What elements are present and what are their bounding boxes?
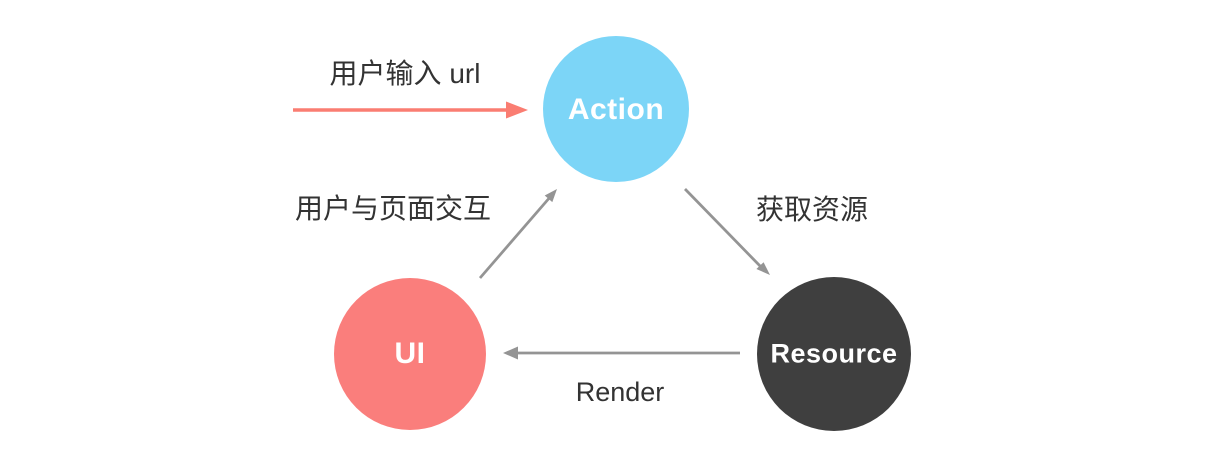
arrow-action-to-resource-line bbox=[684, 188, 763, 269]
edge-label-resource-to-ui: Render bbox=[575, 376, 665, 407]
node-action-label: Action bbox=[567, 93, 665, 126]
arrow-action-to-resource-head bbox=[756, 262, 770, 275]
node-ui-circle bbox=[334, 278, 486, 430]
edge-label-action-to-resource: 获取资源 bbox=[755, 194, 869, 226]
edge-label-user-input-url: 用户输入 url bbox=[329, 58, 481, 90]
arrow-user-input-url-head bbox=[506, 101, 528, 119]
arrow-ui-to-action-line bbox=[478, 195, 553, 279]
node-resource-label: Resource bbox=[770, 338, 898, 369]
node-resource-circle bbox=[757, 277, 911, 431]
node-action-circle bbox=[543, 36, 689, 182]
node-ui-label: UI bbox=[394, 337, 426, 370]
arrow-resource-to-ui-head bbox=[503, 346, 518, 360]
edge-label-ui-to-action: 用户与页面交互 bbox=[294, 193, 492, 225]
arrow-ui-to-action-head bbox=[544, 189, 557, 203]
